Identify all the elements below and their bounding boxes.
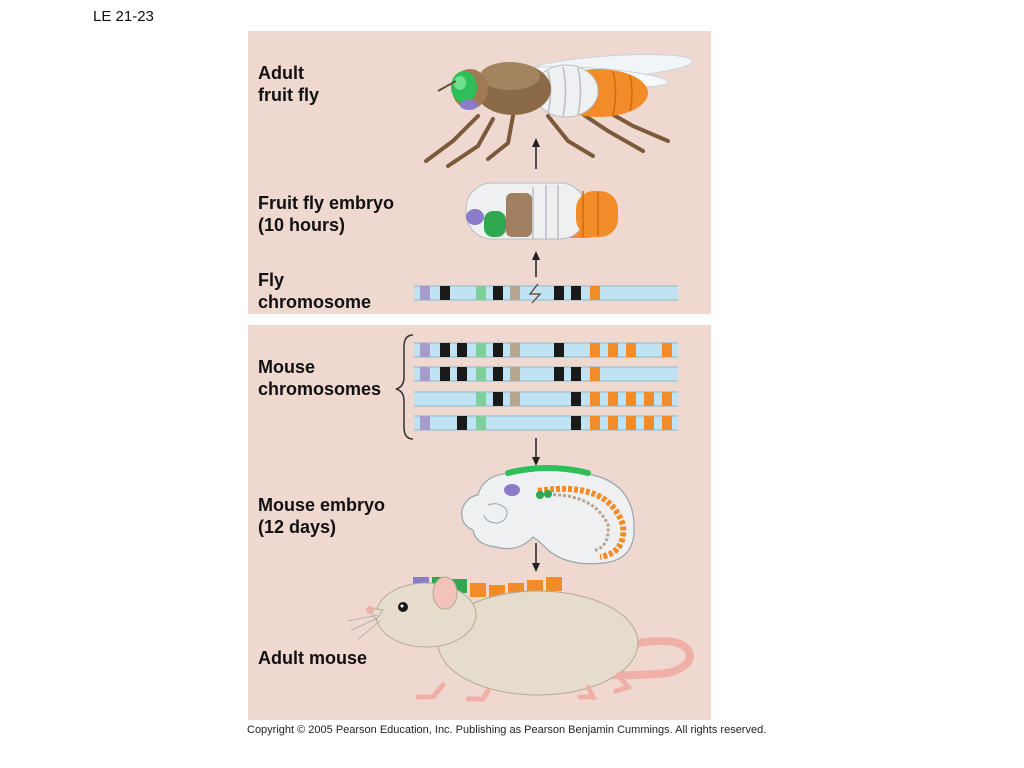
- adult-mouse-illustration: [347, 576, 694, 702]
- label-mouse-chromosomes: Mouse chromosomes: [258, 357, 382, 399]
- mouse-panel-illustration: [347, 334, 694, 702]
- fly-panel: Adult fruit fly Fruit fly embryo (10 hou…: [248, 31, 711, 314]
- label-mouse-embryo: Mouse embryo (12 days): [258, 495, 386, 537]
- arrow-chromosomes-to-embryo: [532, 438, 540, 466]
- mouse-gene-expression-blocks: [413, 577, 562, 599]
- mouse-chromosome-4: [414, 415, 678, 431]
- mouse-chromosome-3: [414, 391, 678, 407]
- mouse-chromosome-1: [414, 342, 678, 358]
- mouse-panel: Mouse chromosomes Mouse embryo (12 days)…: [248, 325, 711, 720]
- arrow-embryo-to-adult-mouse: [532, 543, 540, 572]
- label-adult-mouse: Adult mouse: [258, 648, 368, 668]
- arrow-chromosome-to-embryo: [532, 251, 540, 277]
- chromosome-brace: [395, 334, 414, 440]
- fruit-fly-embryo-illustration: [465, 182, 618, 240]
- copyright-notice: Copyright © 2005 Pearson Education, Inc.…: [247, 724, 767, 736]
- label-fruit-fly-embryo: Fruit fly embryo (10 hours): [258, 193, 395, 235]
- fly-panel-illustration: [414, 54, 694, 304]
- label-fly-chromosome: Fly chromosome: [258, 270, 372, 312]
- mouse-chromosome-2: [414, 366, 678, 382]
- figure-id: LE 21-23: [93, 8, 154, 25]
- fly-chromosome: [414, 283, 678, 304]
- adult-fruit-fly-illustration: [424, 54, 694, 168]
- label-adult-fruit-fly: Adult fruit fly: [258, 63, 319, 105]
- arrow-embryo-to-adult: [532, 138, 540, 169]
- mouse-embryo-illustration: [461, 465, 635, 565]
